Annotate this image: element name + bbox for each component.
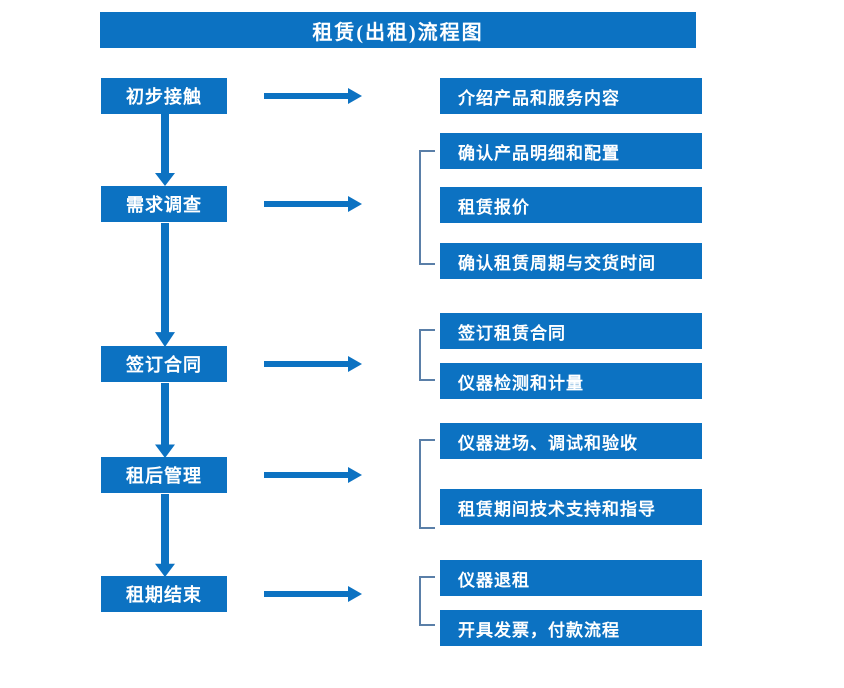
task-block-9[interactable]: 仪器退租	[440, 560, 702, 596]
task-block-8[interactable]: 租赁期间技术支持和指导	[440, 489, 702, 525]
stage-block-1[interactable]: 初步接触	[101, 78, 227, 114]
arrow-right-icon-4	[264, 467, 362, 483]
task-block-10[interactable]: 开具发票，付款流程	[440, 610, 702, 646]
task-block-6[interactable]: 仪器检测和计量	[440, 363, 702, 399]
arrow-right-icon-3	[264, 356, 362, 372]
task-block-4[interactable]: 确认租赁周期与交货时间	[440, 243, 702, 279]
stage-block-4[interactable]: 租后管理	[101, 457, 227, 493]
arrow-right-icon-2	[264, 196, 362, 212]
arrow-right-icon-1	[264, 88, 362, 104]
arrow-down-icon-1	[155, 114, 175, 186]
arrow-down-icon-4	[155, 494, 175, 577]
stage-block-3[interactable]: 签订合同	[101, 346, 227, 382]
arrow-right-icon-5	[264, 586, 362, 602]
task-block-2[interactable]: 确认产品明细和配置	[440, 133, 702, 169]
group-bracket-3	[419, 439, 435, 529]
page-title: 租赁(出租)流程图	[100, 12, 696, 48]
stage-block-5[interactable]: 租期结束	[101, 576, 227, 612]
stage-block-2[interactable]: 需求调查	[101, 186, 227, 222]
task-block-1[interactable]: 介绍产品和服务内容	[440, 78, 702, 114]
group-bracket-2	[419, 329, 435, 381]
group-bracket-4	[419, 576, 435, 626]
arrow-down-icon-2	[155, 223, 175, 347]
arrow-down-icon-3	[155, 383, 175, 458]
task-block-7[interactable]: 仪器进场、调试和验收	[440, 423, 702, 459]
task-block-3[interactable]: 租赁报价	[440, 187, 702, 223]
task-block-5[interactable]: 签订租赁合同	[440, 313, 702, 349]
group-bracket-1	[419, 150, 435, 265]
